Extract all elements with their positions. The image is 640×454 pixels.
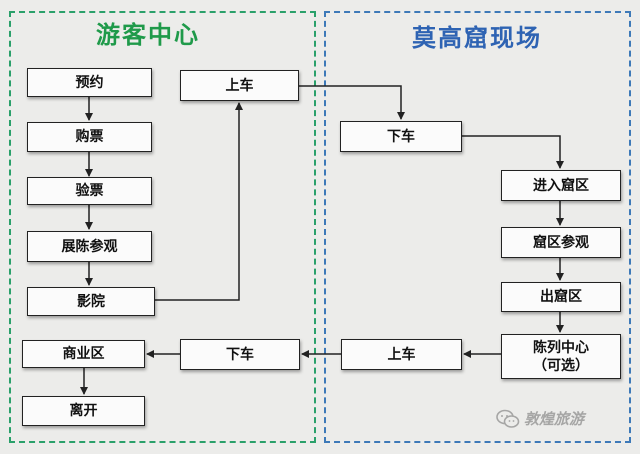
step-exhibition: 展陈参观 — [27, 231, 152, 262]
step-reserve: 预约 — [27, 68, 152, 97]
step-alight-right: 下车 — [340, 121, 462, 152]
step-exit-caves: 出窟区 — [501, 282, 621, 312]
step-exhibition-center: 陈列中心 （可选） — [501, 334, 621, 379]
step-exhibition-center-label: 陈列中心 — [533, 339, 589, 356]
step-alight-right-label: 下车 — [387, 128, 415, 145]
step-exhibition-label: 展陈参观 — [61, 238, 118, 255]
step-commercial-label: 商业区 — [62, 346, 105, 362]
step-buy-ticket: 购票 — [27, 122, 152, 152]
watermark-text: 敦煌旅游 — [524, 410, 585, 428]
step-check-ticket-label: 验票 — [75, 183, 104, 199]
step-board-left-label: 上车 — [225, 77, 254, 94]
step-commercial: 商业区 — [22, 340, 145, 368]
step-buy-ticket-label: 购票 — [75, 129, 104, 145]
step-cinema-label: 影院 — [77, 293, 105, 310]
step-board-right: 上车 — [341, 339, 462, 370]
mogao-site-title: 莫高窟现场 — [412, 24, 542, 52]
arrow-board-to-alight — [299, 85, 405, 120]
visitor-center-title: 游客中心 — [96, 21, 200, 49]
step-visit-caves: 窟区参观 — [501, 227, 621, 258]
watermark: 敦煌旅游 — [496, 408, 584, 429]
step-leave-label: 离开 — [69, 403, 98, 419]
arrow-alight-to-enter — [462, 135, 564, 169]
mogao-site-region — [324, 11, 631, 443]
step-exit-caves-label: 出窟区 — [540, 289, 582, 305]
step-check-ticket: 验票 — [27, 177, 152, 205]
step-leave: 离开 — [22, 396, 145, 426]
step-enter-caves: 进入窟区 — [501, 170, 621, 201]
visitor-center-region — [9, 11, 316, 443]
step-visit-caves-label: 窟区参观 — [533, 234, 589, 251]
step-alight-left: 下车 — [180, 339, 300, 370]
step-reserve-label: 预约 — [75, 74, 104, 91]
step-cinema: 影院 — [27, 287, 155, 316]
wechat-icon — [496, 409, 520, 428]
arrow-cinema-to-board — [155, 102, 243, 301]
step-enter-caves-label: 进入窟区 — [533, 177, 589, 194]
step-board-left: 上车 — [180, 70, 299, 101]
step-alight-left-label: 下车 — [226, 346, 254, 363]
step-board-right-label: 上车 — [387, 346, 416, 363]
step-exhibition-center-note: （可选） — [533, 357, 589, 374]
